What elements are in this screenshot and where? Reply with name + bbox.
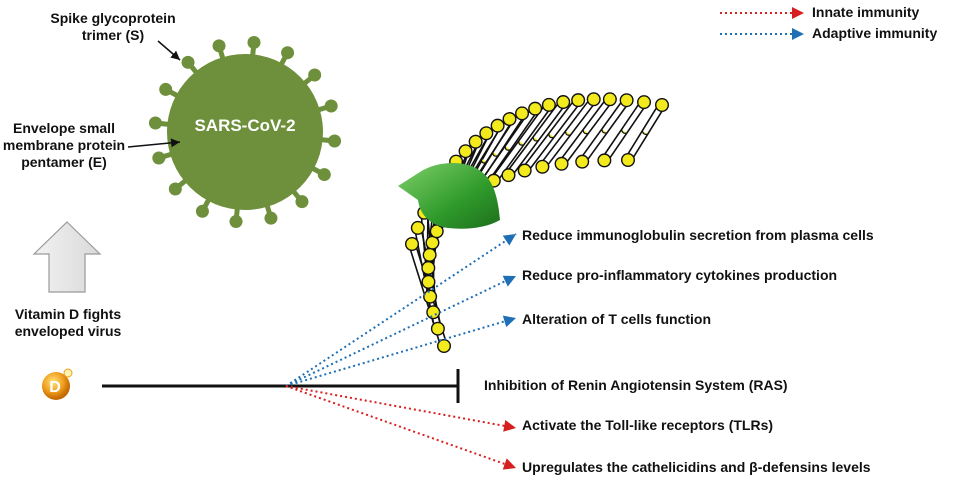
lipid-head-inner [575, 154, 590, 169]
lipid-head-outer [637, 95, 652, 110]
adaptive-arrows [285, 233, 517, 387]
innate-arrow [285, 385, 517, 432]
lipid-head-outer [655, 97, 670, 112]
lipid-head-inner [422, 247, 437, 262]
lipid-head-inner [621, 152, 636, 167]
spike-head [148, 116, 162, 130]
lipid-head-outer [528, 101, 543, 116]
lipid-head-inner [554, 156, 569, 171]
lipid-tail-fill [620, 129, 627, 134]
lipid-tail-fill [532, 136, 539, 142]
spike-head [328, 134, 342, 148]
spike-head [264, 211, 278, 225]
adaptive-arrow [285, 275, 517, 387]
envelope-pointer-arrow [127, 138, 181, 148]
lipid-head-outer [468, 134, 483, 149]
lipid-head-inner [597, 153, 612, 168]
spike-head [308, 68, 322, 82]
legend-adaptive-label: Adaptive immunity [812, 25, 938, 41]
spike-head [281, 46, 295, 60]
spike-head [212, 39, 226, 53]
lipid-head-inner [430, 321, 445, 336]
lipid-head-outer [515, 106, 530, 121]
spike-head [181, 55, 195, 69]
virus-body [167, 54, 323, 210]
spike-head [168, 182, 182, 196]
spike-head [295, 195, 309, 209]
lipid-head-outer [405, 236, 420, 251]
vitamin-symbol: D [49, 379, 61, 396]
lipid-head-outer [479, 126, 494, 141]
lipid-head-inner [501, 168, 516, 183]
effect-innate-1: Activate the Toll-like receptors (TLRs) [522, 417, 774, 433]
adaptive-arrow [285, 315, 517, 387]
up-arrow-icon [32, 221, 102, 293]
lipid-head-outer [556, 95, 571, 110]
envelope-label: Envelope small membrane protein pentamer… [2, 120, 126, 170]
lipid-head-inner [517, 163, 532, 178]
lipid-tail-fill [582, 129, 589, 135]
spike-head [317, 168, 331, 182]
lipid-head-inner [535, 159, 550, 174]
adaptive-arrow [285, 233, 517, 387]
legend [720, 7, 804, 40]
lipid-head-outer [410, 220, 425, 235]
lipid-head-outer [586, 92, 601, 107]
vitamin-d-icon: D [42, 368, 73, 400]
virus-name: SARS-CoV-2 [194, 116, 295, 135]
lipid-head-outer [458, 144, 473, 159]
spike-head [324, 99, 338, 113]
effect-adaptive-3: Alteration of T cells function [522, 311, 712, 327]
spike-head [229, 215, 243, 229]
spike-head [159, 82, 173, 96]
spike-head [195, 204, 209, 218]
lipid-head-inner [421, 274, 436, 289]
spike-label: Spike glycoprotein trimer (S) [50, 10, 176, 43]
lipid-head-inner [423, 289, 438, 304]
spike-pointer-arrow [157, 40, 181, 61]
effect-innate-2: Upregulates the cathelicidins and β-defe… [522, 459, 871, 475]
lipid-tail-fill [492, 151, 499, 157]
lipid-head-outer [602, 92, 617, 107]
lipid-head-inner [437, 339, 452, 354]
virus [148, 35, 342, 229]
lipid-tail-fill [564, 131, 571, 136]
lipid-head-outer [571, 93, 586, 108]
lipid-tail-fill [504, 145, 511, 151]
spike-head [152, 151, 166, 165]
spike-head [247, 35, 261, 49]
lipid-head-outer [502, 112, 517, 127]
lipid-tail-fill [601, 129, 608, 134]
lipid-head-outer [490, 118, 505, 133]
effect-adaptive-1: Reduce immunoglobulin secretion from pla… [522, 227, 874, 243]
lipid-tail-fill [548, 133, 555, 139]
innate-arrow [285, 385, 517, 470]
lipid-head-inner [421, 260, 436, 275]
effect-adaptive-2: Reduce pro-inflammatory cytokines produc… [522, 267, 838, 283]
lipid-head-inner [426, 305, 441, 320]
vitamin-caption: Vitamin D fights enveloped virus [14, 306, 122, 339]
lipid-tail-fill [641, 130, 648, 135]
effect-inhibition: Inhibition of Renin Angiotensin System (… [484, 377, 788, 393]
lipid-tail-fill [518, 140, 525, 146]
receptor-icon [398, 163, 500, 229]
lipid-head-outer [541, 97, 556, 112]
innate-arrows [285, 385, 517, 470]
legend-innate-label: Innate immunity [812, 4, 920, 20]
lipid-head-outer [619, 93, 634, 108]
